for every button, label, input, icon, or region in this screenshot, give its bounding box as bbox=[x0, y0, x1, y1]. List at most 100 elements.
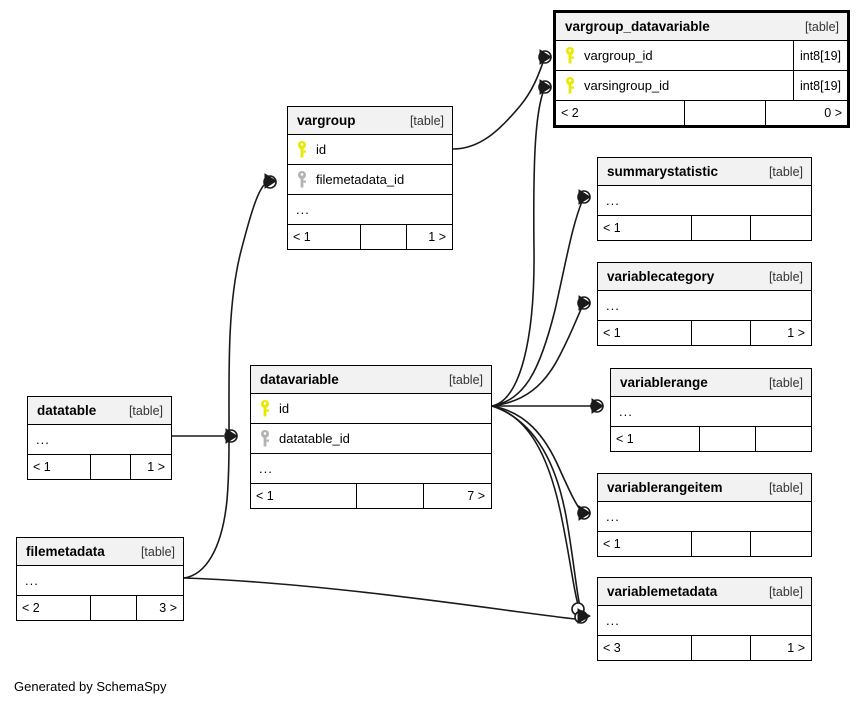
table-header: vargroup[table] bbox=[288, 107, 452, 135]
column-main: ... bbox=[598, 509, 811, 524]
table-column-row[interactable]: varsingroup_id int8[19] bbox=[556, 71, 847, 101]
column-name: varsingroup_id bbox=[584, 78, 670, 93]
column-name: vargroup_id bbox=[584, 48, 653, 63]
table-column-row[interactable]: ... bbox=[251, 454, 491, 484]
table-type-tag: [table] bbox=[768, 164, 803, 179]
table-variablerangeitem[interactable]: variablerangeitem [table]... < 1 bbox=[597, 473, 812, 557]
edge-datavariable-to-variablecategory bbox=[491, 295, 591, 407]
table-column-row[interactable]: ... bbox=[598, 186, 811, 216]
table-header: variablerangeitem [table] bbox=[598, 474, 811, 502]
outgoing-relationship-count: 1 > bbox=[406, 225, 451, 249]
edge-datavariable-to-variablemetadata bbox=[491, 405, 591, 624]
table-column-row[interactable]: id bbox=[251, 394, 491, 424]
outgoing-relationship-count bbox=[750, 532, 810, 556]
outgoing-relationship-count: 1 > bbox=[130, 455, 170, 479]
outgoing-relationship-count bbox=[750, 216, 810, 240]
column-main: ... bbox=[598, 193, 811, 208]
table-name: variablerangeitem bbox=[607, 480, 723, 495]
footer-middle-cell bbox=[90, 596, 136, 620]
generated-by-caption: Generated by SchemaSpy bbox=[14, 679, 167, 694]
table-type-tag: [table] bbox=[448, 372, 483, 387]
column-name: ... bbox=[259, 461, 273, 476]
primary-key-icon bbox=[298, 141, 306, 158]
table-column-row[interactable]: ... bbox=[598, 606, 811, 636]
column-name: ... bbox=[296, 202, 310, 217]
table-column-row[interactable]: ... bbox=[288, 195, 452, 225]
footer-middle-cell bbox=[699, 427, 755, 451]
table-header: datavariable [table] bbox=[251, 366, 491, 394]
column-name: filemetadata_id bbox=[316, 172, 405, 187]
table-column-row[interactable]: ... bbox=[17, 566, 183, 596]
table-footer: < 1 bbox=[611, 427, 811, 451]
table-name: variablerange bbox=[620, 375, 708, 390]
table-name: datavariable bbox=[260, 372, 339, 387]
table-column-row[interactable]: ... bbox=[598, 502, 811, 532]
footer-middle-cell bbox=[691, 216, 750, 240]
table-name: vargroup_datavariable bbox=[565, 19, 710, 34]
outgoing-relationship-count bbox=[755, 427, 810, 451]
edge-filemetadata-to-variablemetadata bbox=[183, 577, 576, 620]
column-name: ... bbox=[606, 509, 620, 524]
column-main: ... bbox=[288, 202, 452, 217]
table-column-row[interactable]: ... bbox=[611, 397, 811, 427]
incoming-relationship-count: < 2 bbox=[561, 106, 579, 120]
edge-datavariable-to-variablerange bbox=[492, 398, 604, 414]
column-main: ... bbox=[611, 404, 811, 419]
table-type-tag: [table] bbox=[768, 584, 803, 599]
edge-datavariable-to-vargroup-datavariable bbox=[491, 79, 552, 407]
table-type-tag: [table] bbox=[768, 480, 803, 495]
table-column-row[interactable]: id bbox=[288, 135, 452, 165]
table-column-row[interactable]: filemetadata_id bbox=[288, 165, 452, 195]
table-type-tag: [table] bbox=[768, 269, 803, 284]
column-name: ... bbox=[619, 404, 633, 419]
column-main: id bbox=[288, 141, 452, 158]
footer-middle-cell bbox=[691, 636, 750, 660]
primary-key-icon bbox=[566, 77, 574, 94]
edge-vargroup-to-vargroup-datavariable bbox=[452, 49, 552, 150]
outgoing-relationship-count: 1 > bbox=[750, 636, 810, 660]
column-main: ... bbox=[17, 573, 183, 588]
table-column-row[interactable]: ... bbox=[28, 425, 171, 455]
column-datatype: int8[19] bbox=[792, 41, 847, 70]
table-variablerange[interactable]: variablerange [table]... < 1 bbox=[610, 368, 812, 452]
column-main: ... bbox=[598, 298, 811, 313]
table-type-tag: [table] bbox=[768, 375, 803, 390]
table-type-tag: [table] bbox=[128, 403, 163, 418]
table-header: summarystatistic[table] bbox=[598, 158, 811, 186]
table-type-tag: [table] bbox=[409, 113, 444, 128]
table-datatable[interactable]: datatable [table]... < 1 1 > bbox=[27, 396, 172, 480]
column-name: ... bbox=[25, 573, 39, 588]
column-name: ... bbox=[606, 193, 620, 208]
table-column-row[interactable]: vargroup_id int8[19] bbox=[556, 41, 847, 71]
incoming-relationship-count: < 1 bbox=[603, 326, 621, 340]
table-column-row[interactable]: ... bbox=[598, 291, 811, 321]
table-column-row[interactable]: datatable_id bbox=[251, 424, 491, 454]
column-main: ... bbox=[28, 432, 171, 447]
table-name: filemetadata bbox=[26, 544, 105, 559]
outgoing-relationship-count: 7 > bbox=[423, 484, 490, 508]
table-header: filemetadata[table] bbox=[17, 538, 183, 566]
column-datatype: int8[19] bbox=[792, 71, 847, 100]
column-main: varsingroup_id bbox=[556, 77, 793, 94]
incoming-relationship-count: < 1 bbox=[33, 460, 51, 474]
table-summarystatistic[interactable]: summarystatistic[table]... < 1 bbox=[597, 157, 812, 241]
incoming-relationship-count: < 1 bbox=[603, 537, 621, 551]
table-name: datatable bbox=[37, 403, 97, 418]
table-footer: < 1 bbox=[598, 532, 811, 556]
table-footer: < 1 bbox=[598, 216, 811, 240]
column-main: ... bbox=[598, 613, 811, 628]
foreign-key-icon bbox=[261, 430, 269, 447]
foreign-key-icon bbox=[298, 171, 306, 188]
footer-middle-cell bbox=[90, 455, 130, 479]
